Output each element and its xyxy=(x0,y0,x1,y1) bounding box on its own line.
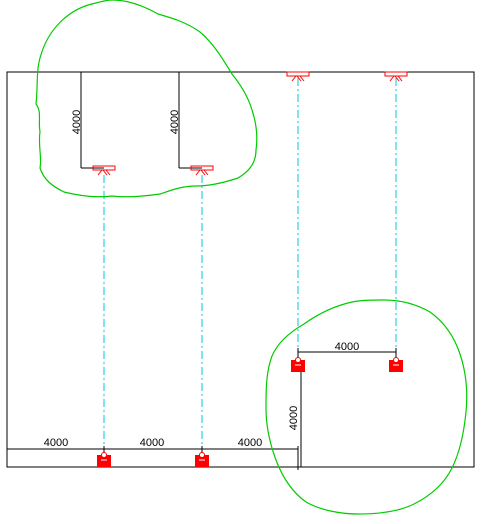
dim-text-horizontal-right: 4000 xyxy=(335,341,359,353)
dim-text-vertical-top-left: 4000 xyxy=(71,110,83,134)
revision-cloud-icon[interactable] xyxy=(265,299,468,515)
pipe-support-icon[interactable] xyxy=(291,357,305,373)
dim-text-bottom-left: 4000 xyxy=(44,437,68,449)
pipe-support-icon[interactable] xyxy=(195,452,209,468)
pipe-hanger-icon[interactable] xyxy=(92,165,116,176)
dim-text-vertical-bottom-right: 4000 xyxy=(288,406,300,430)
revision-cloud-icon[interactable] xyxy=(35,0,258,198)
pipe-support-icon[interactable] xyxy=(97,452,111,468)
pipe-support-icon[interactable] xyxy=(389,357,403,373)
dim-text-bottom-right: 4000 xyxy=(238,437,262,449)
pipe-hanger-icon[interactable] xyxy=(384,71,408,82)
dim-text-bottom-mid: 4000 xyxy=(140,437,164,449)
pipe-hanger-icon[interactable] xyxy=(286,71,310,82)
centerlines xyxy=(103,78,397,455)
drawing-frame xyxy=(6,71,475,468)
pipe-hanger-icon[interactable] xyxy=(190,165,214,176)
dim-text-vertical-top-mid: 4000 xyxy=(169,110,181,134)
